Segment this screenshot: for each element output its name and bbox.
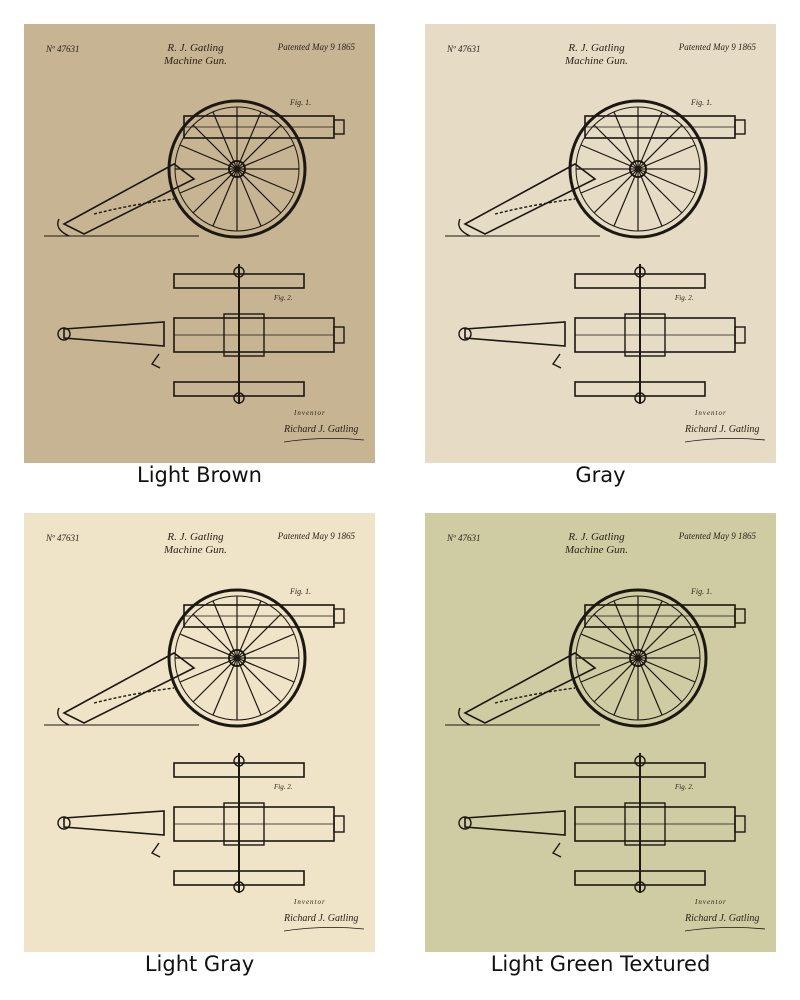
gatling-gun-drawing [44, 588, 365, 932]
variant-caption: Light Gray [144, 952, 255, 976]
print-card-1: Nº 47631 R. J. Gatling Machine Gun. Pate… [24, 24, 375, 463]
gatling-gun-drawing [44, 99, 365, 443]
figure-2-label: Fig. 2. [675, 294, 694, 302]
figure-1-label: Fig. 1. [691, 98, 713, 107]
patent-number: Nº 47631 [46, 533, 80, 543]
patent-date: Patented May 9 1865 [277, 531, 355, 541]
inventor-signature: Richard J. Gatling [284, 913, 359, 924]
inventor-signature: Richard J. Gatling [685, 913, 760, 924]
gatling-gun-drawing [445, 588, 766, 932]
print-card-3: Nº 47631 R. J. Gatling Machine Gun. Pate… [24, 513, 375, 952]
invention-name: Machine Gun. [565, 544, 628, 556]
variant-caption: Light Brown [137, 463, 262, 487]
patent-date: Patented May 9 1865 [678, 531, 756, 541]
variant-caption: Light Green Textured [490, 952, 711, 976]
figure-1-label: Fig. 1. [290, 98, 312, 107]
figure-2-label: Fig. 2. [274, 783, 293, 791]
figure-1-label: Fig. 1. [691, 587, 713, 596]
inventor-signature: Richard J. Gatling [685, 424, 760, 435]
patent-title: R. J. Gatling Machine Gun. [164, 531, 227, 557]
inventor-label: Inventor [695, 898, 727, 906]
print-card-4: Nº 47631 R. J. Gatling Machine Gun. Pate… [425, 513, 776, 952]
patent-date: Patented May 9 1865 [678, 42, 756, 52]
patent-title: R. J. Gatling Machine Gun. [164, 42, 227, 68]
print-card-2: Nº 47631 R. J. Gatling Machine Gun. Pate… [425, 24, 776, 463]
inventor-signature: Richard J. Gatling [284, 424, 359, 435]
variant-caption: Gray [575, 463, 626, 487]
patent-number: Nº 47631 [447, 44, 481, 54]
inventor-name: R. J. Gatling [167, 531, 224, 543]
patent-title: R. J. Gatling Machine Gun. [565, 42, 628, 68]
patent-date: Patented May 9 1865 [277, 42, 355, 52]
invention-name: Machine Gun. [164, 544, 227, 556]
inventor-name: R. J. Gatling [568, 42, 625, 54]
invention-name: Machine Gun. [164, 55, 227, 67]
patent-number: Nº 47631 [46, 44, 80, 54]
inventor-label: Inventor [294, 409, 326, 417]
patent-title: R. J. Gatling Machine Gun. [565, 531, 628, 557]
figure-2-label: Fig. 2. [274, 294, 293, 302]
figure-2-label: Fig. 2. [675, 783, 694, 791]
inventor-label: Inventor [294, 898, 326, 906]
inventor-label: Inventor [695, 409, 727, 417]
patent-number: Nº 47631 [447, 533, 481, 543]
figure-1-label: Fig. 1. [290, 587, 312, 596]
gatling-gun-drawing [445, 99, 766, 443]
invention-name: Machine Gun. [565, 55, 628, 67]
inventor-name: R. J. Gatling [167, 42, 224, 54]
inventor-name: R. J. Gatling [568, 531, 625, 543]
